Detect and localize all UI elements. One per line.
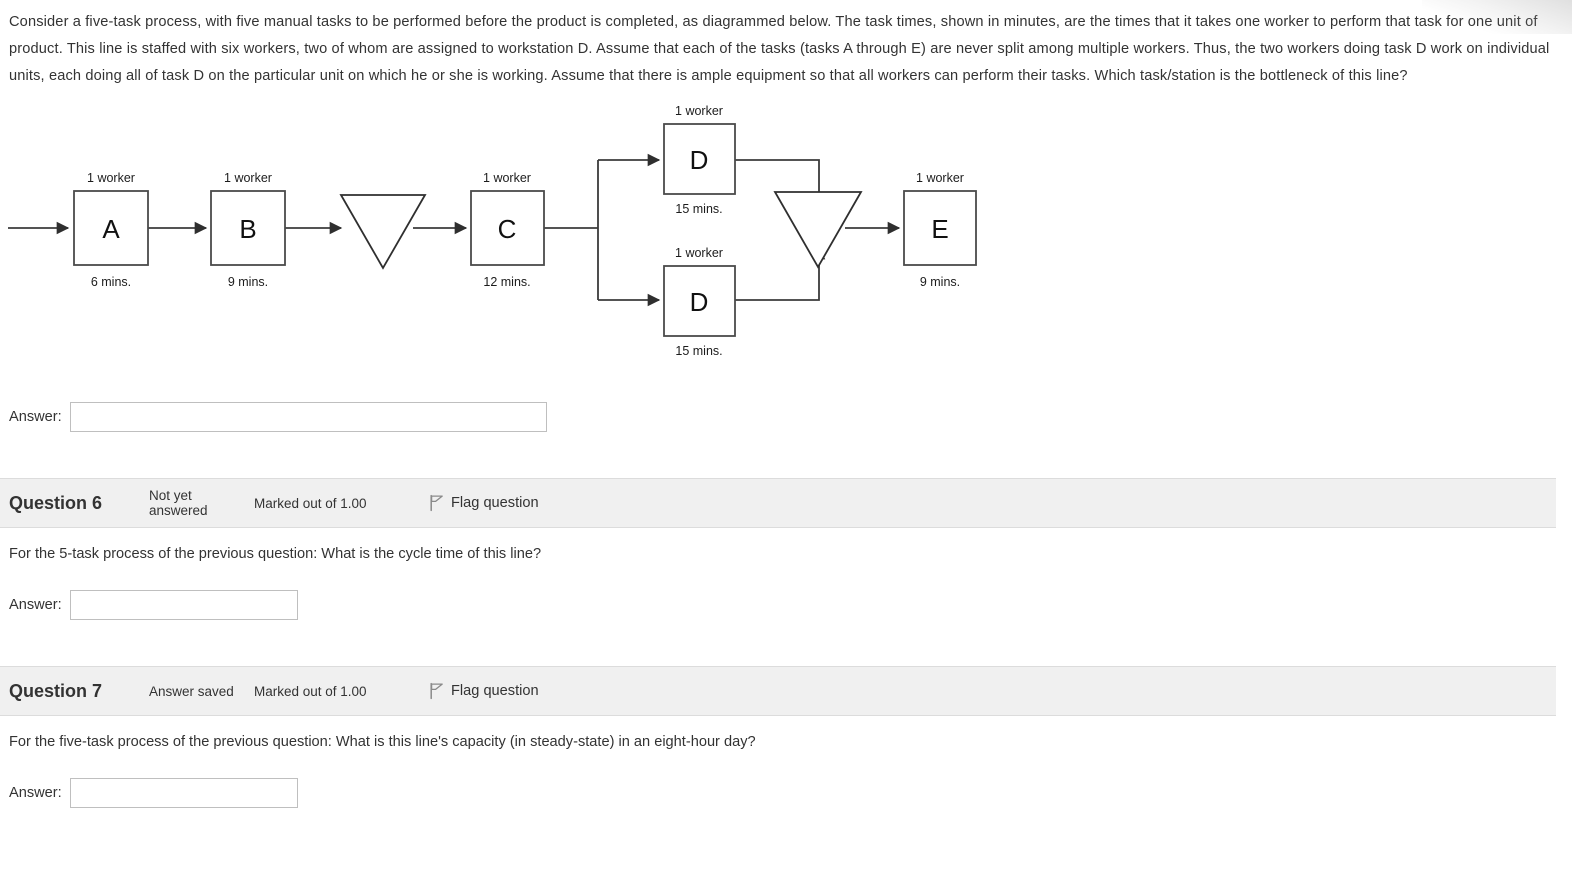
station-B: B 1 worker 9 mins. (210, 171, 286, 289)
question6-answer-input[interactable] (69, 590, 298, 620)
station-D-upper-time: 15 mins. (675, 202, 722, 216)
question6-answer-label: Answer: (9, 597, 62, 613)
station-D-upper-letter: D (690, 145, 709, 175)
question6-body: For the 5-task process of the previous q… (9, 546, 542, 562)
question6-answer-row: Answer: (0, 590, 1572, 620)
station-D-lower: D 1 worker 15 mins. (663, 246, 736, 358)
question6-flag-label: Flag question (451, 495, 539, 511)
station-D-lower-time: 15 mins. (675, 344, 722, 358)
quiz-page: Consider a five-task process, with five … (0, 14, 1572, 808)
station-C-letter: C (498, 214, 517, 244)
station-D-upper: D 1 worker 15 mins. (663, 104, 736, 216)
flag-icon (429, 682, 444, 700)
station-E-workers: 1 worker (916, 171, 964, 185)
station-E-letter: E (931, 214, 948, 244)
station-E: E 1 worker 9 mins. (903, 171, 977, 289)
station-B-workers: 1 worker (224, 171, 272, 185)
question5-answer-input[interactable] (69, 402, 547, 432)
question7-state: Answer saved (149, 683, 234, 699)
station-E-time: 9 mins. (920, 275, 960, 289)
question6-marks: Marked out of 1.00 (254, 495, 367, 511)
question5-stem: Consider a five-task process, with five … (9, 14, 1550, 84)
station-B-time: 9 mins. (228, 275, 268, 289)
question7-title: Question 7 (9, 680, 103, 701)
question7-flag-button[interactable]: Flag question (429, 682, 539, 700)
question5-answer-row: Answer: (0, 402, 1572, 432)
question7-answer-label: Answer: (9, 785, 62, 801)
question7-body: For the five-task process of the previou… (9, 734, 756, 750)
question5-answer-label: Answer: (9, 409, 62, 425)
station-A-time: 6 mins. (91, 275, 131, 289)
question7-flag-label: Flag question (451, 683, 539, 699)
process-flow-diagram: A 1 worker 6 mins. B 1 worker 9 mins. C … (0, 102, 1010, 372)
station-D-lower-letter: D (690, 287, 709, 317)
buffer-triangle-2 (773, 191, 863, 269)
buffer-triangle-1 (339, 194, 427, 270)
question7-header: Question 7 Answer saved Marked out of 1.… (0, 666, 1556, 716)
station-A-workers: 1 worker (87, 171, 135, 185)
station-A-letter: A (102, 214, 120, 244)
question6-title: Question 6 (9, 492, 103, 513)
flag-icon (429, 494, 444, 512)
question6-flag-button[interactable]: Flag question (429, 494, 539, 512)
question7-answer-input[interactable] (69, 778, 298, 808)
station-D-upper-workers: 1 worker (675, 104, 723, 118)
station-C-workers: 1 worker (483, 171, 531, 185)
question7-answer-row: Answer: (0, 778, 1572, 808)
station-B-letter: B (239, 214, 256, 244)
question6-state: Not yet answered (149, 488, 208, 518)
station-C-time: 12 mins. (483, 275, 530, 289)
question6-header: Question 6 Not yet answered Marked out o… (0, 478, 1556, 528)
station-A: A 1 worker 6 mins. (73, 171, 149, 289)
station-D-lower-workers: 1 worker (675, 246, 723, 260)
station-C: C 1 worker 12 mins. (470, 171, 545, 289)
question7-marks: Marked out of 1.00 (254, 683, 367, 699)
